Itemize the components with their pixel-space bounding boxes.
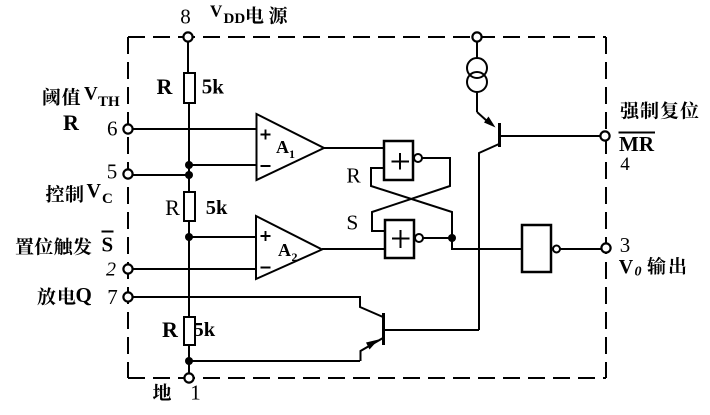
svg-text:1: 1 xyxy=(190,381,201,405)
svg-text:R: R xyxy=(162,317,179,342)
svg-text:TH: TH xyxy=(98,94,120,110)
svg-text:V: V xyxy=(84,84,98,105)
svg-text:5k: 5k xyxy=(194,319,216,341)
svg-text:5: 5 xyxy=(107,160,118,184)
svg-text:A: A xyxy=(276,137,289,157)
svg-text:5k: 5k xyxy=(202,75,225,99)
svg-text:0: 0 xyxy=(635,265,642,280)
svg-text:S: S xyxy=(346,211,358,235)
svg-text:Q: Q xyxy=(76,283,92,307)
svg-text:A: A xyxy=(278,240,291,260)
svg-text:MR: MR xyxy=(619,132,655,156)
svg-text:3: 3 xyxy=(620,233,631,257)
svg-text:V: V xyxy=(619,256,634,278)
svg-text:2: 2 xyxy=(106,259,116,281)
svg-text:S: S xyxy=(102,233,114,257)
svg-text:R: R xyxy=(63,110,80,135)
svg-text:R: R xyxy=(157,74,174,99)
svg-text:R: R xyxy=(346,164,361,188)
svg-text:5k: 5k xyxy=(206,197,228,219)
svg-text:V: V xyxy=(210,2,223,21)
svg-text:1: 1 xyxy=(289,147,295,161)
svg-text:8: 8 xyxy=(180,5,191,29)
svg-text:DD: DD xyxy=(224,11,246,27)
svg-text:R: R xyxy=(165,195,180,220)
svg-text:6: 6 xyxy=(107,117,118,141)
svg-text:4: 4 xyxy=(620,154,630,175)
svg-text:C: C xyxy=(102,191,113,207)
svg-text:7: 7 xyxy=(107,285,118,309)
svg-text:V: V xyxy=(87,180,102,202)
svg-text:2: 2 xyxy=(292,250,298,264)
